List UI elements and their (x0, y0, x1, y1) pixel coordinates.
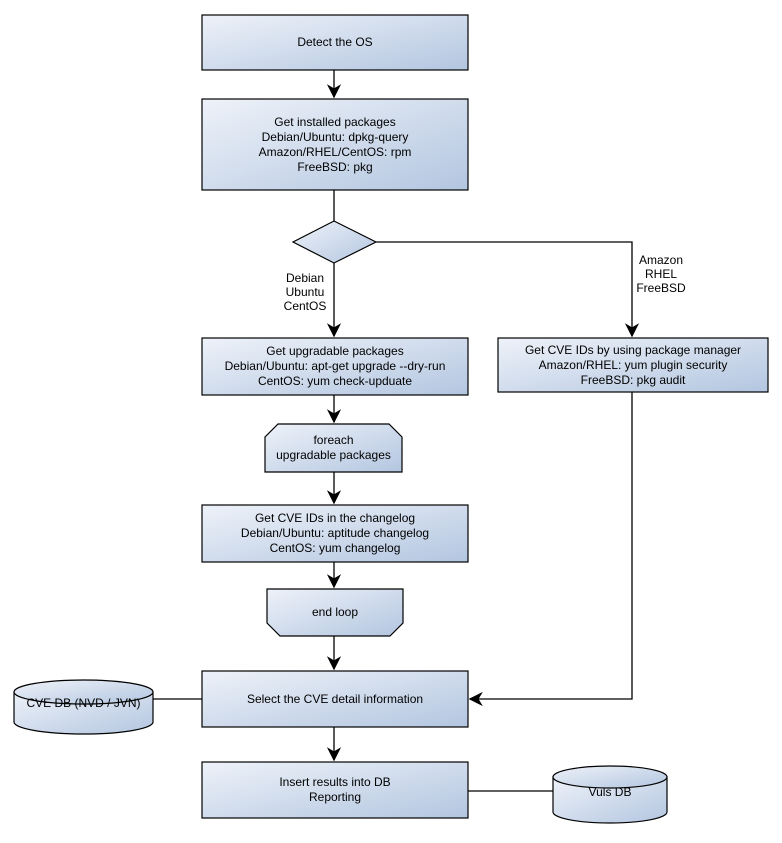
node-end-loop (266, 588, 404, 637)
node-insert-results (201, 761, 469, 819)
node-vuls-db-cylinder-body (552, 776, 668, 824)
node-detect-os (201, 14, 469, 71)
left-branch-label: Debian Ubuntu CentOS (283, 271, 327, 313)
right-branch-label: Amazon RHEL FreeBSD (636, 253, 686, 295)
node-foreach-loop-start (264, 423, 403, 473)
node-get-cve-ids-changelog (201, 504, 469, 563)
node-os-decision-diamond (291, 220, 378, 264)
node-cve-db-cylinder-top (13, 679, 154, 705)
node-get-cve-ids-package-manager (497, 337, 769, 393)
connector-package-manager-to-select (468, 392, 633, 707)
node-vuls-db-cylinder-top (552, 765, 668, 789)
node-get-upgradable-packages (201, 337, 469, 396)
connector-group (153, 70, 640, 792)
connector-decision-to-package-manager (376, 241, 640, 338)
node-select-cve-detail (201, 670, 469, 728)
node-group (13, 14, 769, 824)
node-get-installed-packages (201, 98, 469, 191)
